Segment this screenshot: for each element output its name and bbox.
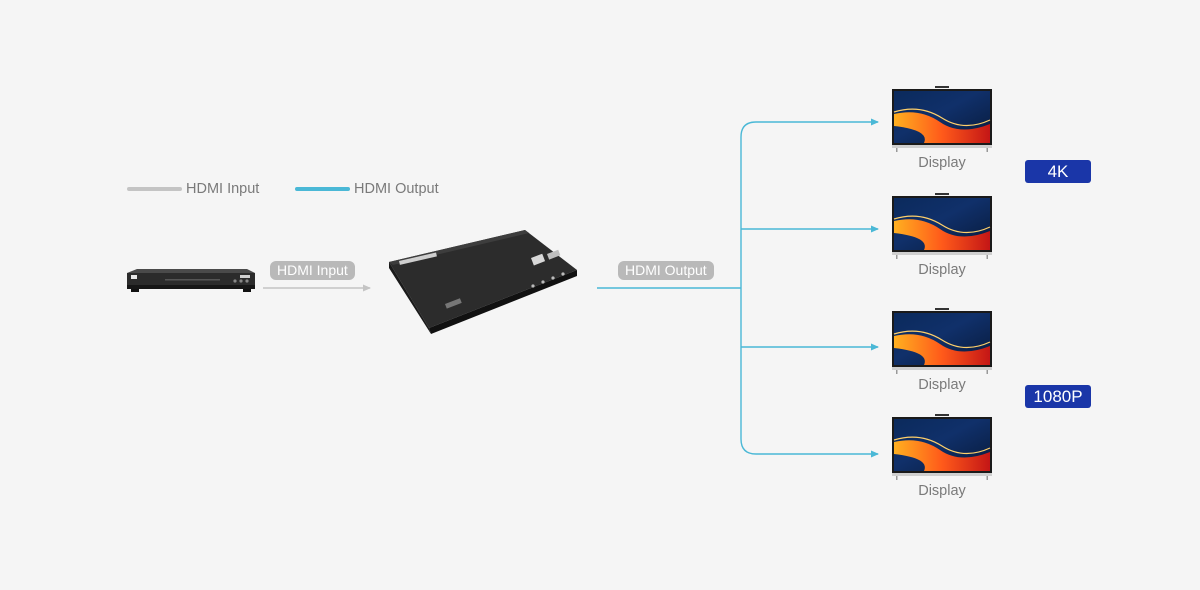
resolution-badge-4k: 4K <box>1025 160 1091 183</box>
legend-output-swatch <box>295 187 350 191</box>
legend-input-swatch <box>127 187 182 191</box>
display-label: Display <box>918 377 966 393</box>
blu-ray-player-icon <box>125 268 257 299</box>
display-2: Display <box>890 193 994 278</box>
display-label: Display <box>918 155 966 171</box>
hdmi-output-pill: HDMI Output <box>618 261 714 280</box>
display-4: Display <box>890 414 994 499</box>
legend-hdmi-input: HDMI Input <box>127 180 259 198</box>
display-label: Display <box>918 483 966 499</box>
legend-input-label: HDMI Input <box>186 181 260 197</box>
legend-output-label: HDMI Output <box>354 181 439 197</box>
display-label: Display <box>918 262 966 278</box>
legend-hdmi-output: HDMI Output <box>295 180 439 198</box>
hdmi-input-pill: HDMI Input <box>270 261 355 280</box>
tv-display-icon <box>892 86 992 152</box>
tv-display-icon <box>892 308 992 374</box>
tv-display-icon <box>892 193 992 259</box>
hdmi-splitter-icon <box>385 228 585 341</box>
tv-display-icon <box>892 414 992 480</box>
display-3: Display <box>890 308 994 393</box>
output-branch-1 <box>740 118 879 138</box>
resolution-badge-1080p: 1080P <box>1025 385 1091 408</box>
display-1: Display <box>890 86 994 171</box>
output-branch-4 <box>740 438 879 458</box>
